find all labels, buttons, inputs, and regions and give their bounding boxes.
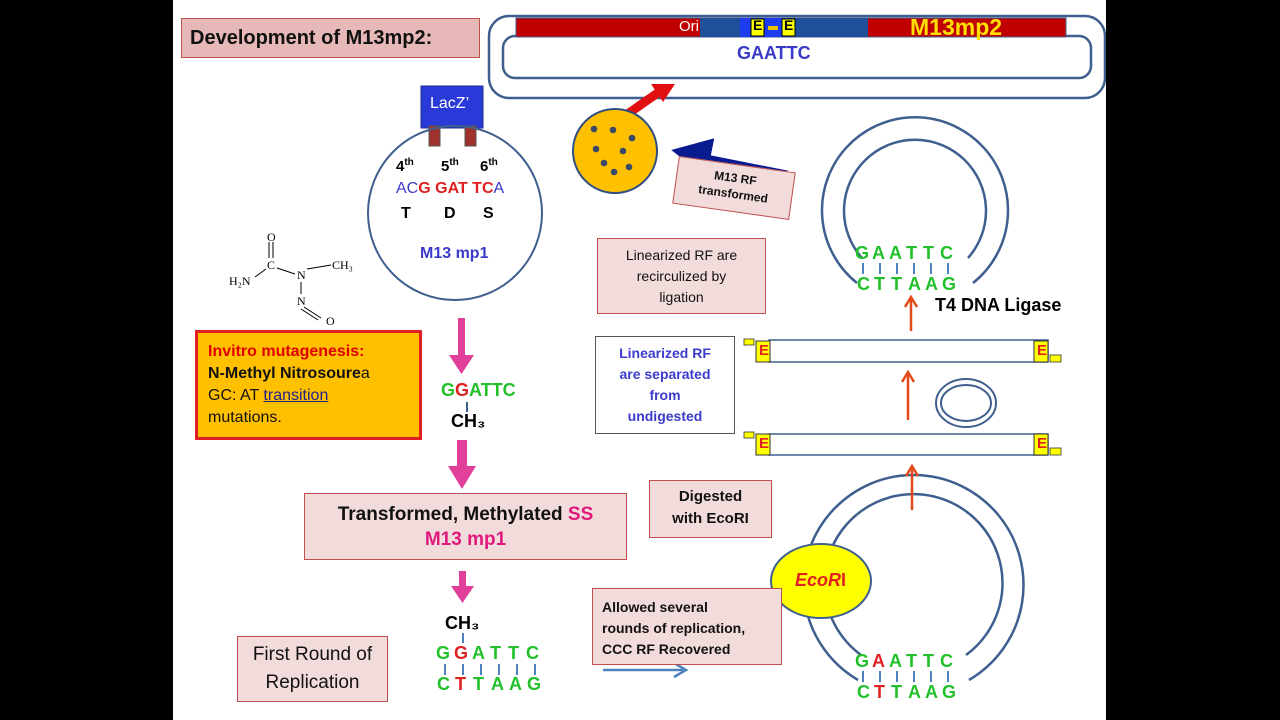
linearized-recirculized-box: Linearized RF are recirculized by ligati… (597, 238, 766, 314)
chem-o-top: O (267, 230, 276, 244)
codon-6-label: 6th (480, 157, 498, 175)
first-round-line1: First Round of (252, 644, 373, 665)
replication-bonds (444, 633, 536, 675)
transformed-box: Transformed, Methylated SS M13 mp1 (304, 493, 627, 560)
replication-methyl-label: CH₃ (445, 613, 480, 633)
linsep-line2: are separated (619, 366, 711, 382)
e-label-upper-right: E (1037, 342, 1048, 359)
allowed-line2: rounds of replication, (602, 620, 746, 636)
e-label-lower-right: E (1037, 435, 1048, 452)
amino-acid-d: D (444, 205, 456, 222)
codon-5-label: 5th (441, 157, 459, 175)
codon-sequence: ACG GAT TCA (396, 180, 505, 197)
e-label-lower-left: E (759, 435, 770, 452)
linrecirc-line1: Linearized RF are (625, 247, 738, 263)
transformed-line2: M13 mp1 (424, 529, 507, 550)
linear-rf-lower (743, 431, 1062, 456)
first-round-line2: Replication (265, 672, 360, 693)
invitro-heading: Invitro mutagenesis: (208, 343, 365, 360)
undigested-ring (935, 378, 997, 428)
e-label-upper-left: E (759, 342, 770, 359)
methylated-sequence: GGATTC (441, 380, 516, 400)
digested-line1: Digested (678, 488, 743, 505)
methyl-group-label: CH₃ (451, 411, 486, 431)
nitrosourea-structure (254, 242, 332, 321)
invitro-line3: mutations. (208, 409, 282, 426)
ecori-label: EcoRI (795, 570, 847, 590)
bottom-ring-bonds (862, 671, 949, 682)
ecori-site-1: E (753, 17, 763, 33)
chem-ch3: CH₃ (332, 258, 353, 272)
t4-ligase-label: T4 DNA Ligase (935, 295, 1062, 315)
ligated-rf-ring (820, 116, 1010, 284)
allowed-line3: CCC RF Recovered (602, 641, 731, 657)
linsep-line3: from (649, 387, 681, 403)
m13mp2-label: M13mp2 (910, 14, 1003, 40)
bacterial-cell (572, 108, 658, 194)
digested-line2: with EcoRI (672, 510, 749, 527)
chem-h2n: H₂N (229, 274, 251, 288)
chem-n2: N (297, 294, 306, 308)
orange-arrow-3 (903, 294, 919, 331)
linsep-line1: Linearized RF (619, 345, 711, 361)
linrecirc-line3: ligation (659, 289, 704, 305)
top-ring-bonds (862, 263, 949, 274)
ecori-enzyme (770, 543, 872, 619)
invitro-line2: GC: AT transition (208, 387, 329, 404)
blue-arrow-right (603, 661, 689, 679)
invitro-line1: N-Methyl Nitrosourea (208, 365, 370, 382)
codon-4-label: 4th (396, 157, 414, 175)
lacz-insert (420, 85, 484, 147)
ecori-site-2: E (784, 17, 794, 33)
first-round-box: First Round of Replication (237, 636, 388, 702)
digested-box: Digested with EcoRI (649, 480, 772, 538)
lacz-label: LacZ’ (430, 95, 470, 112)
transformed-line1: Transformed, Methylated SS (337, 504, 594, 525)
allowed-replication-box: Allowed several rounds of replication, C… (592, 588, 782, 665)
orange-arrow-2 (900, 369, 916, 420)
invitro-mutagenesis-box: Invitro mutagenesis: N-Methyl Nitrosoure… (195, 330, 422, 440)
linsep-line4: undigested (627, 408, 703, 424)
pink-arrow-1 (449, 318, 474, 374)
ori-label: Ori (679, 18, 699, 35)
m13mp1-circle (367, 125, 543, 301)
diagram-canvas (254, 14, 1106, 682)
m13mp1-label: M13 mp1 (420, 245, 489, 262)
linear-rf-upper (743, 338, 1062, 363)
allowed-line1: Allowed several (602, 599, 708, 615)
linrecirc-line2: recirculized by (636, 268, 727, 284)
slide: Development of M13mp2: Ori E E M13mp2 GA… (173, 0, 1106, 720)
chem-n1: N (297, 268, 306, 282)
orange-arrow-1 (904, 463, 920, 510)
pink-arrow-3 (451, 571, 474, 603)
plasmid-site-seq: GAATTC (737, 43, 811, 63)
linearized-separated-box: Linearized RF are separated from undiges… (595, 336, 735, 434)
m13mp2-plasmid (487, 14, 1106, 100)
pink-arrow-2 (448, 440, 476, 489)
chem-c: C (267, 258, 276, 272)
chem-o-bottom: O (326, 314, 335, 328)
amino-acid-t: T (401, 205, 411, 222)
amino-acid-s: S (483, 205, 494, 222)
page-title: Development of M13mp2: (181, 18, 480, 58)
